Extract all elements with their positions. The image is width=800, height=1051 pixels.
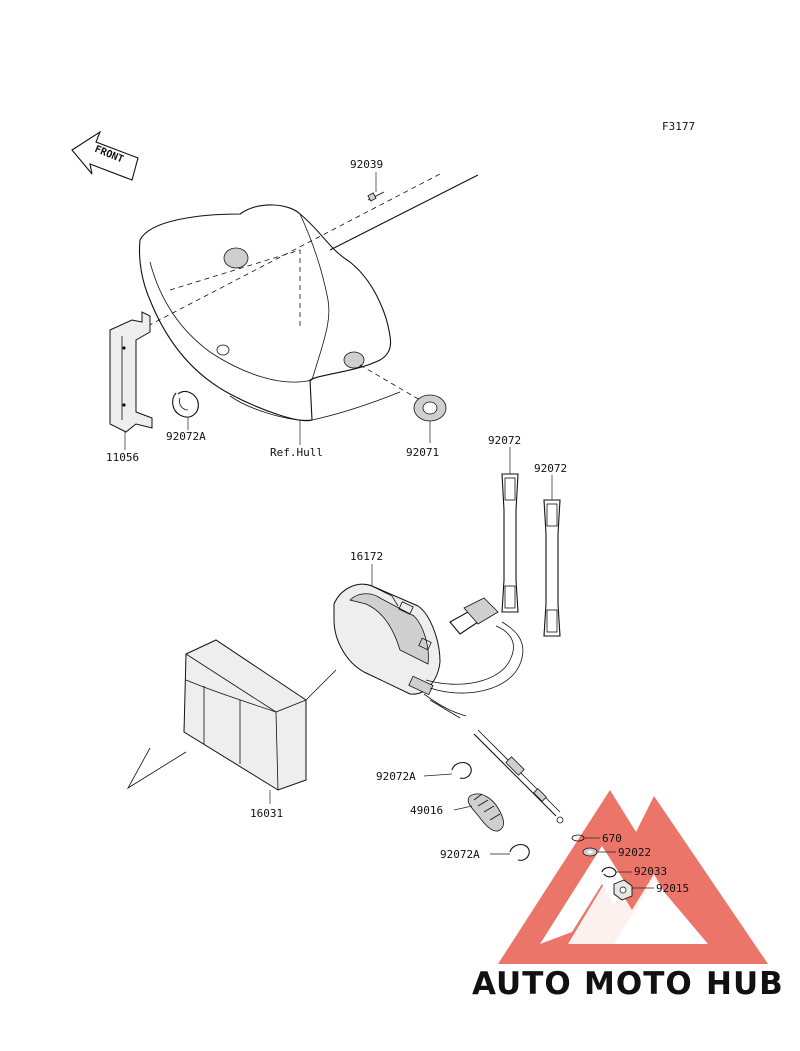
label-11056: 11056 <box>106 451 139 464</box>
front-arrow-icon: FRONT <box>71 130 139 181</box>
part-92072-strap-2: 92072 <box>534 462 567 637</box>
watermark-part-auto: AUTO <box>472 966 572 1002</box>
part-92072A-clip-2: 92072A <box>376 761 472 783</box>
figure-id: F3177 <box>662 120 695 133</box>
part-92072-strap-1: 92072 <box>488 434 521 613</box>
part-92015-nut: 92015 <box>613 879 689 901</box>
part-92022-washer: 92022 <box>582 846 651 859</box>
part-49016-boot: 49016 <box>410 793 504 832</box>
watermark-text: AUTO MOTO HUB <box>472 966 784 1002</box>
control-cable <box>473 729 564 824</box>
label-ref-hull: Ref.Hull <box>270 446 323 459</box>
label-16172: 16172 <box>350 550 383 563</box>
watermark-triangle-logo <box>498 790 768 964</box>
label-670: 670 <box>602 832 622 845</box>
part-92071-grommet: 92071 <box>406 394 447 459</box>
label-49016: 49016 <box>410 804 443 817</box>
label-92072A-1: 92072A <box>166 430 206 443</box>
part-92039: 92039 <box>350 158 385 202</box>
watermark-part-hub: HUB <box>706 966 784 1002</box>
label-92022: 92022 <box>618 846 651 859</box>
label-92033: 92033 <box>634 865 667 878</box>
label-92071: 92071 <box>406 446 439 459</box>
part-16172-control-unit: 16172 <box>333 550 524 719</box>
part-92072A-clip-1: 92072A <box>166 391 206 443</box>
part-92033-ring: 92033 <box>601 865 667 878</box>
hull-reference <box>138 173 479 422</box>
part-11056-bracket: 11056 <box>106 311 153 464</box>
watermark-part-moto: MOTO <box>584 966 693 1002</box>
label-92072A-2: 92072A <box>376 770 416 783</box>
label-92072-2: 92072 <box>534 462 567 475</box>
label-92072-1: 92072 <box>488 434 521 447</box>
part-16031-case: 16031 <box>126 639 337 820</box>
label-92072A-3: 92072A <box>440 848 480 861</box>
part-670-oring: 670 <box>571 832 622 845</box>
part-92072A-clip-3: 92072A <box>440 843 530 861</box>
label-92015: 92015 <box>656 882 689 895</box>
label-16031: 16031 <box>250 807 283 820</box>
ref-hull-callout: Ref.Hull <box>270 420 323 459</box>
label-92039: 92039 <box>350 158 383 171</box>
